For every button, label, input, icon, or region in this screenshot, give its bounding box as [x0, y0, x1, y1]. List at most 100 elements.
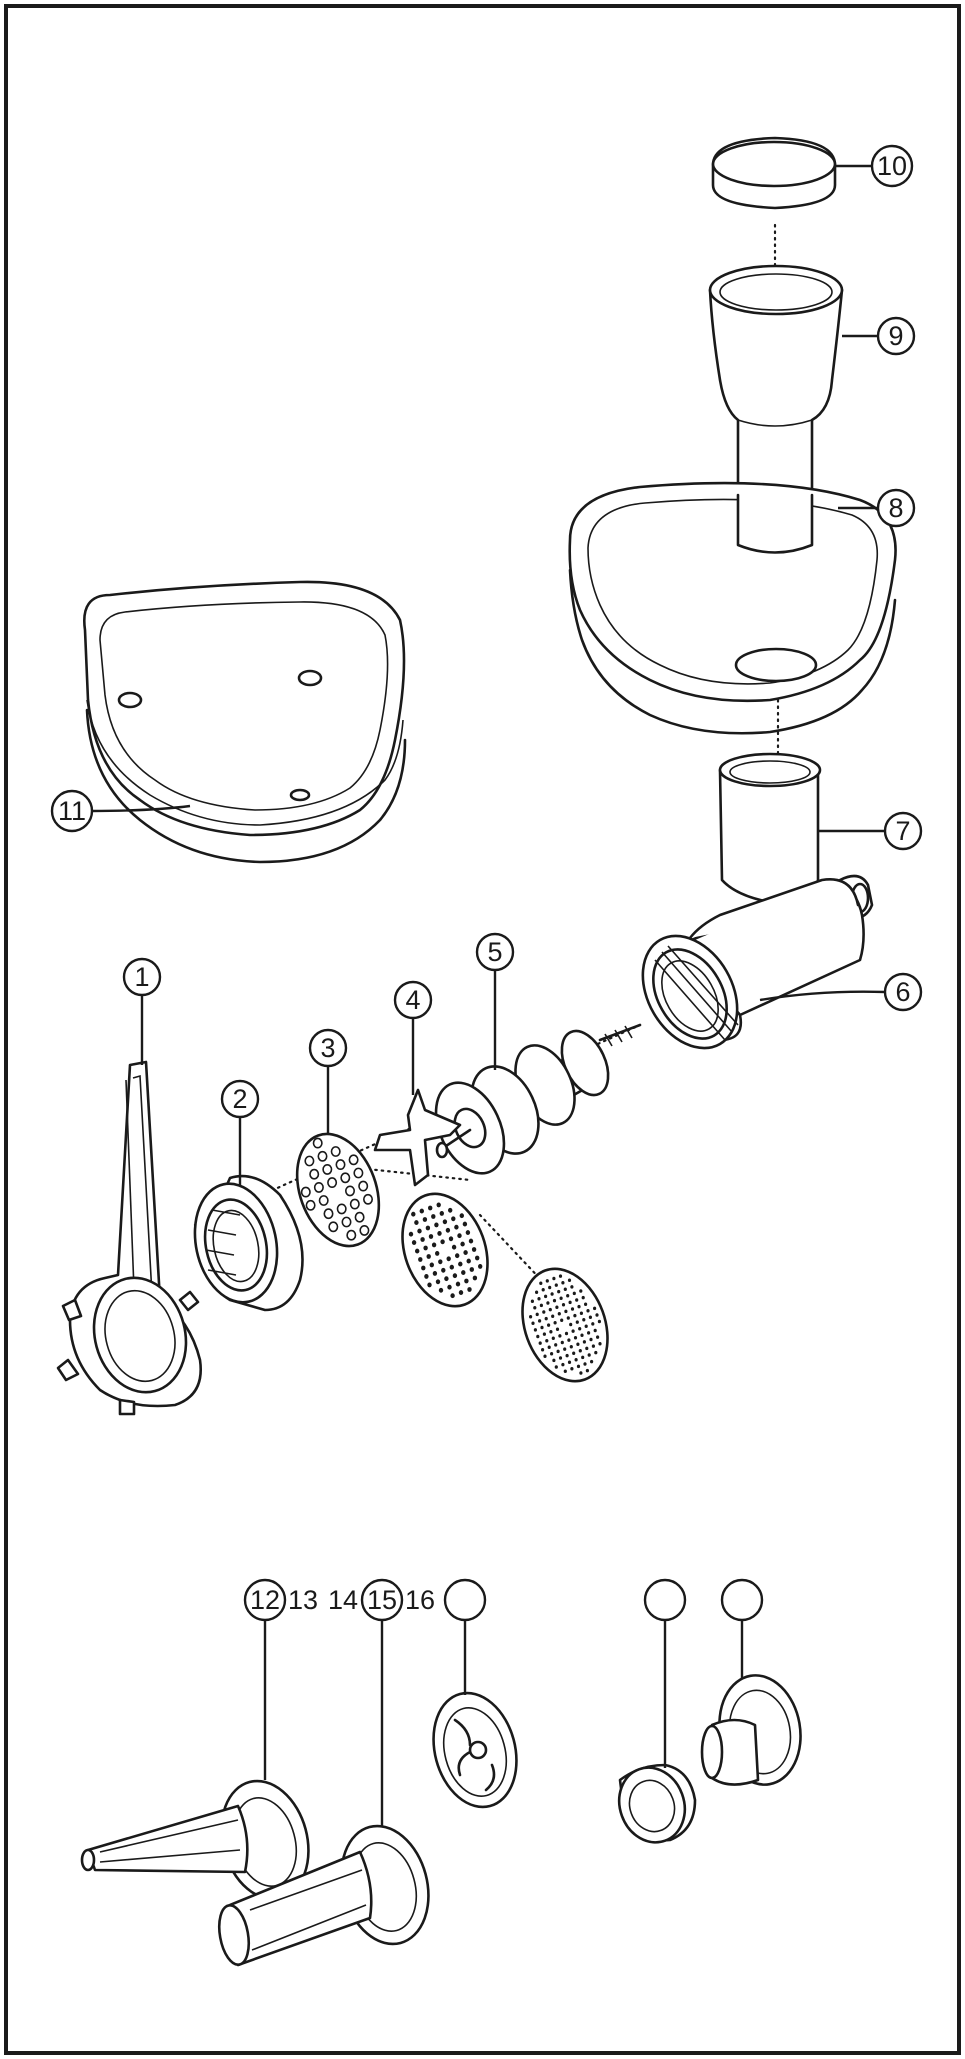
callout-empty-3 — [720, 1578, 764, 1678]
medium-plate-hole — [429, 1262, 434, 1268]
callout-5: 5 — [475, 932, 515, 1070]
fine-plate-hole — [544, 1294, 548, 1299]
medium-plate-hole — [462, 1221, 468, 1227]
callout-2-label: 2 — [232, 1084, 247, 1114]
callout-3: 3 — [308, 1028, 348, 1135]
fine-plate-hole — [591, 1344, 596, 1348]
callout-11: 11 — [50, 789, 191, 833]
fine-plate-hole — [548, 1307, 552, 1312]
callout-2: 2 — [220, 1079, 260, 1185]
fine-plate-hole — [557, 1289, 561, 1294]
coarse-plate-hole — [300, 1186, 311, 1198]
medium-plate-hole — [451, 1244, 457, 1250]
coarse-plate-hole — [340, 1172, 351, 1184]
medium-plate-hole — [424, 1273, 429, 1279]
fine-plate-hole — [569, 1344, 573, 1349]
fine-plate-hole — [561, 1303, 566, 1307]
fine-plate-hole — [563, 1287, 567, 1291]
fine-plate-hole — [581, 1295, 585, 1300]
fine-plate-hole — [555, 1305, 559, 1309]
fine-plate-hole — [598, 1341, 602, 1346]
fine-plate-hole — [539, 1281, 543, 1286]
fine-plate-hole — [546, 1301, 550, 1305]
fine-plate-hole — [545, 1279, 549, 1283]
fine-plate-hole — [572, 1351, 576, 1355]
medium-plate-hole — [439, 1210, 444, 1216]
fine-plate-hole — [571, 1329, 575, 1333]
fine-plate-hole — [588, 1315, 593, 1320]
fine-plate-hole — [548, 1285, 552, 1290]
medium-plate-hole — [451, 1216, 456, 1222]
callout-12: 12 — [243, 1578, 287, 1780]
coarse-plate-hole — [312, 1137, 323, 1149]
medium-plate-hole — [460, 1241, 465, 1247]
fine-plate-hole — [589, 1337, 593, 1342]
fine-plate-hole — [561, 1280, 565, 1285]
coarse-plate-hole — [349, 1198, 360, 1210]
medium-plate-hole — [431, 1214, 436, 1219]
fine-plate-hole — [575, 1320, 579, 1324]
label-13: 13 — [288, 1585, 318, 1615]
fine-plate-hole — [586, 1309, 590, 1313]
medium-plate-hole — [447, 1284, 452, 1290]
medium-plate-hole — [472, 1275, 478, 1281]
coarse-plate-hole — [346, 1229, 357, 1241]
callout-4-label: 4 — [405, 985, 420, 1015]
medium-plate-hole — [434, 1222, 439, 1228]
medium-plate-hole — [414, 1220, 419, 1226]
fine-plate-hole — [536, 1334, 540, 1339]
callout-9: 9 — [842, 316, 916, 356]
fine-plate-hole — [593, 1306, 597, 1311]
fine-plate-hole — [558, 1274, 563, 1278]
fine-plate-hole — [570, 1307, 575, 1311]
fine-plate-hole — [552, 1276, 556, 1281]
fine-plate-hole — [582, 1340, 587, 1344]
fine-plate-hole — [566, 1316, 570, 1320]
medium-plate-hole — [444, 1276, 449, 1282]
pusher-part — [708, 264, 844, 547]
medium-plate-hole — [432, 1270, 438, 1276]
coarse-plate-hole — [354, 1211, 365, 1223]
callout-12-label: 12 — [250, 1585, 280, 1615]
kibbe-former-part — [700, 1674, 802, 1786]
medium-plate-hole — [450, 1293, 455, 1299]
fine-plate-hole — [567, 1338, 571, 1342]
fine-plate-hole — [560, 1318, 564, 1323]
callout-15-label: 15 — [367, 1585, 397, 1615]
fine-plate-hole — [529, 1315, 533, 1319]
sausage-adapter-part — [432, 1691, 518, 1809]
medium-plate-hole — [435, 1250, 440, 1256]
fine-plate-hole — [580, 1333, 584, 1338]
fine-plate-hole — [542, 1310, 546, 1314]
medium-plate-hole — [415, 1248, 420, 1254]
callouts: 1 2 3 4 5 6 7 — [50, 144, 923, 1826]
fine-plate-hole — [581, 1355, 585, 1360]
medium-plate-hole — [448, 1236, 454, 1242]
fine-plate-hole — [576, 1342, 580, 1347]
medium-plate-hole — [469, 1267, 474, 1272]
fine-plate-hole — [552, 1358, 556, 1363]
coarse-plate-hole — [330, 1146, 341, 1157]
fine-plate-hole — [551, 1314, 555, 1318]
medium-plate-hole — [428, 1205, 433, 1211]
medium-plate-hole — [471, 1247, 477, 1252]
medium-plate-hole — [454, 1224, 459, 1230]
medium-plate-hole — [465, 1230, 471, 1236]
medium-plate-hole — [428, 1234, 434, 1239]
medium-plate-hole — [449, 1264, 454, 1270]
fine-plate-hole — [554, 1343, 558, 1347]
callout-empty-1 — [443, 1578, 487, 1695]
coarse-plate-hole — [362, 1193, 373, 1205]
large-sausage-tube-part — [80, 1779, 310, 1901]
coarse-plate-hole — [328, 1221, 339, 1233]
callout-9-label: 9 — [888, 321, 903, 351]
fine-plate-hole — [542, 1332, 547, 1336]
fine-plate-hole — [533, 1306, 537, 1310]
fine-plate-hole — [573, 1335, 578, 1340]
medium-plate-hole — [440, 1239, 445, 1245]
fine-plate-hole — [559, 1296, 563, 1300]
callout-8: 8 — [838, 488, 916, 528]
medium-plate-hole — [438, 1287, 444, 1293]
fine-plate-hole — [550, 1352, 554, 1356]
medium-plate-hole — [445, 1227, 451, 1233]
